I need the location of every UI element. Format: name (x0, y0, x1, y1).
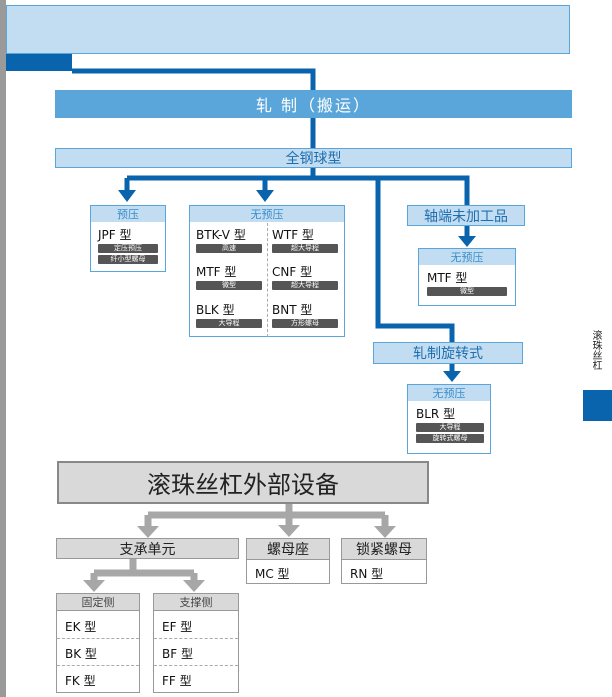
nut-bracket-group: 螺母座 MC 型 (246, 538, 330, 584)
model-name: BTK-V 型 (196, 228, 246, 242)
header-bar (6, 5, 570, 54)
all-steel-bar: 全钢球型 (55, 148, 572, 168)
model-name: FK 型 (65, 674, 96, 688)
shaft-end-bar: 轴端未加工品 (407, 205, 525, 226)
fixed-side-header: 固定侧 (57, 594, 139, 611)
feature-tag: 旋转式螺母 (416, 434, 484, 443)
row-divider (57, 665, 139, 666)
feature-tag: 微型 (427, 287, 507, 296)
rotating-header: 无预压 (408, 385, 490, 401)
model-name: BF 型 (162, 647, 193, 661)
row-divider (154, 665, 238, 666)
model-name: BNT 型 (272, 303, 313, 317)
feature-tag: 纤小型螺母 (98, 255, 158, 264)
no-preload-header: 无预压 (190, 206, 344, 222)
model-name: BK 型 (65, 647, 97, 661)
model-name: FF 型 (162, 674, 192, 688)
row-divider (154, 638, 238, 639)
model-name: MC 型 (255, 567, 290, 581)
preload-header: 预压 (91, 206, 165, 222)
rolled-rotating-bar: 轧制旋转式 (373, 342, 523, 364)
side-label: 滚珠丝杠 (590, 330, 601, 370)
support-side-header: 支撑侧 (154, 594, 238, 611)
model-name: EK 型 (65, 620, 97, 634)
feature-tag: 超大导程 (272, 244, 338, 253)
support-side-group: 支撑侧 EF 型 BF 型 FF 型 (153, 593, 239, 693)
feature-tag: 方形螺母 (272, 319, 338, 328)
model-name: BLK 型 (196, 303, 235, 317)
shaft-end-group: 无预压 MTF 型 微型 (418, 248, 516, 306)
model-name: JPF 型 (98, 228, 132, 242)
model-name: RN 型 (350, 567, 384, 581)
lock-nut-group: 锁紧螺母 RN 型 (341, 538, 427, 584)
model-name: CNF 型 (272, 265, 313, 279)
no-preload-group: 无预压 BTK-V 型 高速 WTF 型 超大导程 MTF 型 微型 CNF 型… (189, 205, 345, 337)
model-name: EF 型 (162, 620, 193, 634)
shaft-end-header: 无预压 (419, 249, 515, 265)
model-name: MTF 型 (427, 271, 468, 285)
model-name: WTF 型 (272, 228, 314, 242)
left-margin-strip (0, 0, 6, 697)
preload-group: 预压 JPF 型 定压预压 纤小型螺母 (90, 205, 166, 272)
feature-tag: 大导程 (416, 423, 484, 432)
nut-bracket-header: 螺母座 (246, 538, 330, 560)
feature-tag: 大导程 (196, 319, 262, 328)
model-name: MTF 型 (196, 265, 237, 279)
section-tab (583, 390, 612, 421)
peripheral-title: 滚珠丝杠外部设备 (57, 461, 429, 504)
fixed-side-group: 固定侧 EK 型 BK 型 FK 型 (56, 593, 140, 693)
feature-tag: 超大导程 (272, 281, 338, 290)
model-name: BLR 型 (416, 407, 456, 421)
column-divider (267, 223, 268, 337)
support-unit-bar: 支承单元 (56, 538, 239, 559)
feature-tag: 定压预压 (98, 244, 158, 253)
process-bar: 轧 制（搬运） (55, 90, 572, 118)
lock-nut-header: 锁紧螺母 (341, 538, 427, 560)
feature-tag: 微型 (196, 281, 262, 290)
header-accent (6, 54, 72, 71)
feature-tag: 高速 (196, 244, 262, 253)
row-divider (57, 638, 139, 639)
rotating-group: 无预压 BLR 型 大导程 旋转式螺母 (407, 384, 491, 454)
